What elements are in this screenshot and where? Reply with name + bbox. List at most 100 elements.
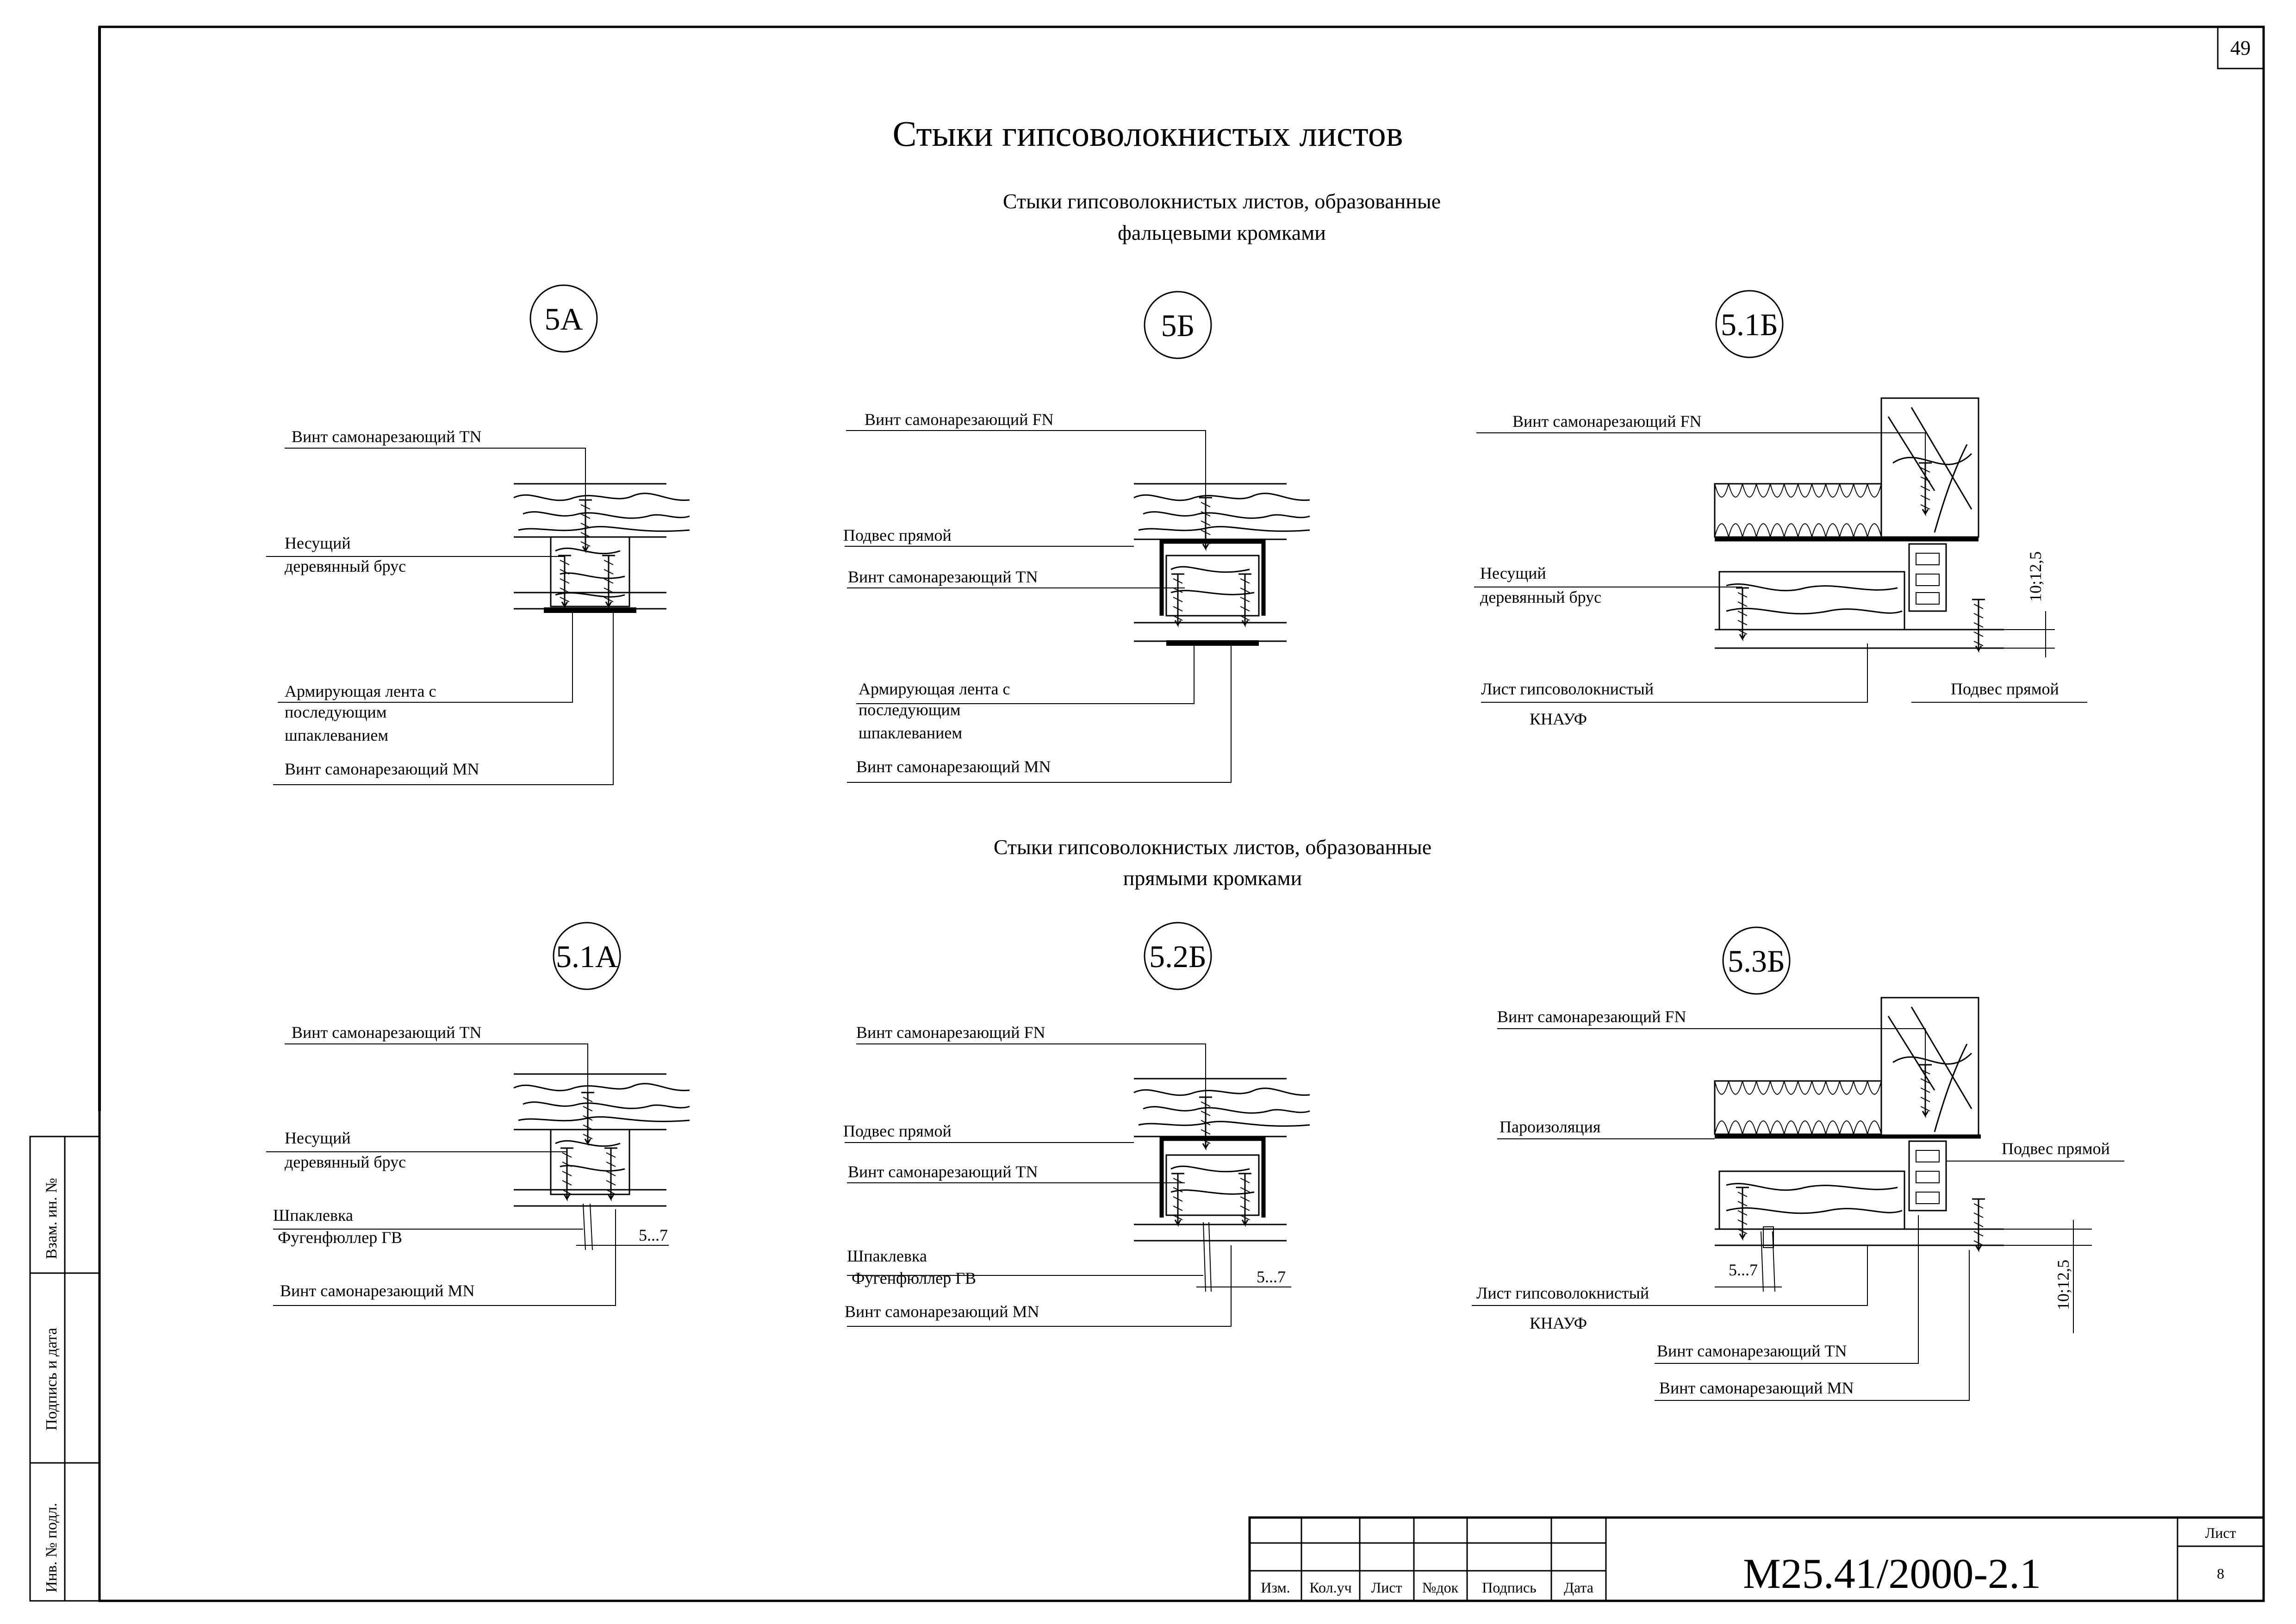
label-filler-1: Шпаклевка <box>273 1206 353 1224</box>
direct-hanger <box>1159 1137 1266 1218</box>
sheet-number: 8 <box>2217 1565 2224 1582</box>
side-stamp-inv: Инв. № подл. <box>43 1503 60 1593</box>
label-beam-2: деревянный брус <box>1480 588 1601 606</box>
dimension-gap: 5...7 <box>639 1226 668 1244</box>
label-screw-fn: Винт самонарезающий FN <box>1512 412 1701 431</box>
detail-badge-label: 5.1А <box>556 939 618 974</box>
section-folded-title-1: Стыки гипсоволокнистых листов, образован… <box>1003 189 1441 213</box>
label-hanger: Подвес прямой <box>2002 1139 2110 1158</box>
reinforcing-tape <box>1166 640 1259 646</box>
detail-badge-label: 5.2Б <box>1149 939 1207 974</box>
label-beam-2: деревянный брус <box>285 557 406 575</box>
section-folded-title-2: фальцевыми кромками <box>1118 221 1326 244</box>
timber-board <box>1133 483 1311 540</box>
col-data: Дата <box>1564 1579 1593 1596</box>
section-straight-title-2: прямыми кромками <box>1123 866 1302 890</box>
wood-beam <box>1134 1154 1287 1242</box>
label-knauf: КНАУФ <box>1530 710 1587 728</box>
insulation <box>1714 483 1882 538</box>
dimension-thickness: 10;12,5 <box>2026 551 2045 602</box>
label-filler-2: Фугенфюллер ГВ <box>852 1269 976 1287</box>
label-tape-1: Армирующая лента с <box>285 682 436 700</box>
reinforcing-tape <box>544 607 636 613</box>
title-block: Изм. Кол.уч Лист №док Подпись Дата М25.4… <box>1248 1516 2265 1602</box>
label-hanger: Подвес прямой <box>843 1122 952 1140</box>
label-screw-mn: Винт самонарезающий MN <box>280 1281 474 1300</box>
detail-5-1a: 5.1А 5...7 Винт самонарезающий TN Несущи… <box>266 922 691 1306</box>
timber-board <box>1133 1078 1311 1137</box>
label-tape-3: шпаклеванием <box>859 724 962 742</box>
insulation <box>1714 1080 1882 1135</box>
label-screw-fn: Винт самонарезающий FN <box>856 1023 1045 1042</box>
detail-5-1b: 5.1Б 10;12,5 Винт самонарезающий FN Несу… <box>1474 290 2087 728</box>
dimension-thickness: 10;12,5 <box>2054 1260 2072 1310</box>
label-beam-1: Несущий <box>285 1129 351 1147</box>
col-podpis: Подпись <box>1482 1579 1537 1596</box>
page-title: Стыки гипсоволокнистых листов <box>892 113 1403 154</box>
wood-beam <box>1718 571 1905 631</box>
label-filler-2: Фугенфюллер ГВ <box>278 1228 402 1247</box>
joint-filler <box>1763 1226 1774 1248</box>
label-screw-mn: Винт самонарезающий MN <box>856 757 1051 776</box>
label-screw-fn: Винт самонарезающий FN <box>865 410 1053 429</box>
detail-5-2b: 5.2Б 5...7 Винт самонарезающий FN Подвес… <box>843 922 1311 1327</box>
rafter-post <box>1880 997 1979 1137</box>
label-tape-2: последующим <box>859 700 961 719</box>
direct-hanger <box>1908 543 1947 612</box>
label-tape-3: шпаклеванием <box>285 726 388 744</box>
label-hanger: Подвес прямой <box>1951 680 2059 698</box>
screw-mn-left <box>557 555 572 607</box>
label-screw-tn: Винт самонарезающий TN <box>292 427 481 446</box>
col-kolvo: Кол.уч <box>1309 1579 1351 1596</box>
label-screw-mn: Винт самонарезающий MN <box>1659 1379 1854 1397</box>
direct-hanger <box>1159 539 1266 616</box>
detail-5a: 5А Винт самонарезающий TN Несущий деревя… <box>266 284 691 785</box>
page-number: 49 <box>2230 37 2251 59</box>
label-sheet: Лист гипсоволокнистый <box>1481 680 1654 698</box>
label-tape-1: Армирующая лента с <box>859 680 1010 698</box>
side-stamp-replace: Взам. ин. № <box>43 1178 60 1259</box>
page-number-box <box>2217 26 2265 69</box>
detail-badge <box>529 284 598 353</box>
detail-badge <box>1715 290 1784 358</box>
detail-badge-label: 5.1Б <box>1721 307 1778 342</box>
detail-badge-label: 5.3Б <box>1728 943 1785 979</box>
label-sheet: Лист гипсоволокнистый <box>1476 1284 1649 1302</box>
screw-tn <box>578 499 593 552</box>
label-beam-2: деревянный брус <box>285 1153 406 1171</box>
detail-badge-label: 5Б <box>1161 308 1195 343</box>
label-vapour: Пароизоляция <box>1500 1118 1600 1136</box>
sheet-label: Лист <box>2205 1524 2236 1541</box>
label-screw-tn: Винт самонарезающий TN <box>848 568 1038 586</box>
detail-badge <box>1144 291 1212 359</box>
detail-badge <box>553 922 621 990</box>
detail-badge <box>1722 926 1791 995</box>
side-stamp: Взам. ин. № Подпись и дата Инв. № подл. <box>29 1136 100 1602</box>
label-filler-1: Шпаклевка <box>847 1247 927 1265</box>
label-hanger: Подвес прямой <box>843 526 952 544</box>
detail-5-3b: 5.3Б 5...7 10;12,5 Винт самонарезаю <box>1472 926 2124 1401</box>
document-code: М25.41/2000-2.1 <box>1743 1550 2041 1597</box>
timber-board <box>513 1073 691 1131</box>
detail-badge-label: 5А <box>544 301 583 337</box>
label-tape-2: последующим <box>285 703 387 721</box>
wood-beam <box>514 1129 666 1207</box>
label-knauf: КНАУФ <box>1530 1314 1587 1332</box>
label-beam-1: Несущий <box>285 534 351 552</box>
label-beam-1: Несущий <box>1480 564 1546 582</box>
label-screw-fn: Винт самонарезающий FN <box>1497 1007 1686 1026</box>
timber-board <box>513 483 691 538</box>
col-ndok: №док <box>1422 1579 1459 1596</box>
label-screw-tn: Винт самонарезающий TN <box>848 1162 1038 1181</box>
wood-beam <box>1718 1170 1905 1230</box>
inner-frame <box>98 25 2265 1602</box>
section-straight-title-1: Стыки гипсоволокнистых листов, образован… <box>994 835 1431 859</box>
dimension-gap: 5...7 <box>1257 1268 1286 1286</box>
wood-beam <box>514 536 666 610</box>
col-list: Лист <box>1371 1579 1402 1596</box>
rafter-post <box>1880 397 1979 538</box>
dimension-gap: 5...7 <box>1729 1261 1758 1279</box>
direct-hanger <box>1908 1140 1947 1212</box>
detail-badge <box>1144 922 1212 990</box>
